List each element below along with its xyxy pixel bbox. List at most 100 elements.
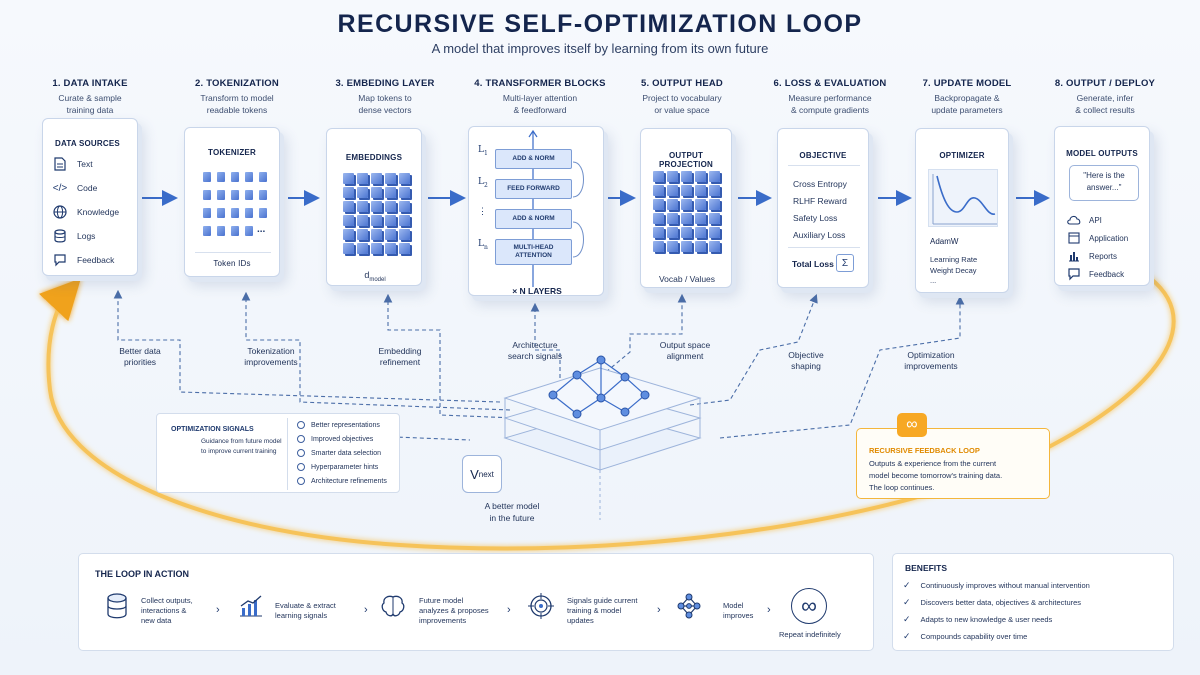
page-subtitle: A model that improves itself by learning…: [431, 41, 769, 56]
stage-title: 8. OUTPUT / DEPLOY: [1054, 78, 1156, 89]
source-item-text: Text: [53, 157, 93, 171]
recursive-feedback-title: RECURSIVE FEEDBACK LOOP: [869, 446, 980, 455]
recursive-line-3: The loop continues.: [869, 483, 935, 492]
projection-cube-grid: [651, 167, 725, 265]
loop-step-6: Repeat indefinitely: [779, 630, 841, 639]
stage-heading-7: 7. UPDATE MODEL Backpropagate & update p…: [902, 78, 1032, 116]
objective-card: OBJECTIVE Cross Entropy RLHF Reward Safe…: [777, 128, 869, 288]
recursive-feedback-box: ∞ RECURSIVE FEEDBACK LOOP Outputs & expe…: [856, 413, 1050, 499]
app-window-icon: [1067, 231, 1081, 245]
benefits-title: BENEFITS: [905, 563, 948, 573]
database-icon: [103, 592, 131, 620]
layer-label-n: Ln: [478, 239, 488, 251]
network-icon: [297, 477, 305, 485]
embeddings-footer: dmodel: [327, 270, 423, 283]
loop-in-action-panel: THE LOOP IN ACTION Collect outputs,inter…: [78, 553, 874, 651]
stage-desc-line-2: & feedforward: [513, 105, 567, 115]
optimizer-title: OPTIMIZER: [939, 151, 985, 160]
objective-item-rlhf-reward: RLHF Reward: [793, 196, 847, 206]
chat-icon: [1067, 267, 1081, 281]
data-sources-title: DATA SOURCES: [55, 139, 120, 148]
recursive-line-2: model become tomorrow's training data.: [869, 471, 1003, 480]
output-label: Application: [1089, 233, 1129, 243]
network-icon: [675, 592, 703, 620]
stage-title: 2. TOKENIZATION: [195, 78, 279, 89]
benefit-item-1: ✓Continuously improves without manual in…: [903, 580, 1090, 590]
signal-path-5: [605, 293, 687, 373]
embedding-cube-grid: [339, 171, 413, 257]
block-feed-forward: FEED FORWARD: [495, 179, 572, 199]
stage-desc-line-2: update parameters: [931, 105, 1003, 115]
check-icon: ✓: [903, 580, 911, 590]
signal-item-representations: Better representations: [297, 421, 380, 429]
loss-curve-plot: [928, 169, 998, 227]
stage-title: 1. DATA INTAKE: [52, 78, 128, 89]
stage-title: 4. TRANSFORMER BLOCKS: [474, 78, 606, 89]
output-item-feedback: Feedback: [1067, 267, 1124, 281]
stage-heading-1: 1. DATA INTAKE Curate & sample training …: [25, 78, 155, 116]
chevron-right-icon: ›: [767, 604, 771, 616]
stage-desc-line-1: Measure performance: [788, 93, 872, 103]
source-item-feedback: Feedback: [53, 253, 114, 267]
stage-desc-line-2: & collect results: [1075, 105, 1135, 115]
brain-icon: [379, 592, 407, 620]
recursive-line-1: Outputs & experience from the current: [869, 459, 997, 468]
data-sources-card: DATA SOURCES Text </> Code Knowledge Log…: [42, 118, 138, 276]
infinity-icon: ∞: [791, 588, 827, 624]
signal-item-hyperparameters: Hyperparameter hints: [297, 463, 378, 471]
layer-label-2: L2: [478, 177, 488, 189]
signal-path-2: [241, 291, 511, 411]
signal-item-architecture: Architecture refinements: [297, 477, 387, 485]
stage-heading-5: 5. OUTPUT HEAD Project to vocabulary or …: [617, 78, 747, 116]
target-icon: [527, 592, 555, 620]
embeddings-title: EMBEDDINGS: [345, 153, 403, 162]
stage-desc-line-2: training data: [66, 105, 114, 115]
optimizer-card: OPTIMIZER AdamW Learning Rate Weight Dec…: [915, 128, 1009, 293]
objective-title: OBJECTIVE: [799, 151, 847, 160]
stage-desc-line-1: Map tokens to: [358, 93, 412, 103]
layer-label-ellipsis: ⋮: [478, 207, 487, 217]
output-label: Feedback: [1089, 269, 1125, 279]
recursive-loop-path: [39, 276, 1176, 551]
transformer-footer: × N LAYERS: [512, 286, 562, 296]
stage-desc-line-1: Project to vocabulary: [642, 93, 722, 103]
stage-desc-line-1: Multi-layer attention: [502, 93, 578, 103]
objective-item-auxiliary-loss: Auxiliary Loss: [793, 230, 846, 240]
database-icon: [53, 229, 67, 243]
tokenizer-title: TOKENIZER: [208, 148, 256, 157]
stage-desc-line-2: or value space: [654, 105, 710, 115]
signal-path-7: [719, 295, 965, 439]
stage-heading-6: 6. LOSS & EVALUATION Measure performance…: [765, 78, 895, 116]
output-item-api: API: [1067, 213, 1102, 227]
output-projection-card: OUTPUT PROJECTION Vocab / Values: [640, 128, 732, 288]
layers-icon: [297, 421, 305, 429]
transformer-card: L1 L2 ⋮ Ln ADD & NORM FEED FORWARD ADD &…: [468, 126, 604, 296]
loss-curve-icon: [932, 174, 997, 225]
response-bubble: "Here is the answer...": [1069, 165, 1139, 201]
benefit-item-2: ✓Discovers better data, objectives & arc…: [903, 597, 1082, 607]
loop-step-1: Collect outputs,interactions &new data: [141, 596, 193, 625]
trend-chart-icon: [237, 592, 265, 620]
check-icon: ✓: [903, 597, 911, 607]
benefit-item-4: ✓Compounds capability over time: [903, 631, 1028, 641]
optimizer-param-more: ...: [930, 276, 937, 285]
block-add-norm-2: ADD & NORM: [495, 209, 572, 229]
embeddings-footer-main: d: [364, 270, 370, 280]
source-label: Code: [77, 183, 98, 193]
output-projection-title: OUTPUT PROJECTION: [658, 151, 713, 169]
check-icon: ✓: [903, 631, 911, 641]
stage-title: 5. OUTPUT HEAD: [641, 78, 723, 89]
code-icon: </>: [52, 182, 68, 194]
optimizer-param-learning-rate: Learning Rate: [930, 255, 978, 264]
stage-desc-line-2: & compute gradients: [791, 105, 869, 115]
